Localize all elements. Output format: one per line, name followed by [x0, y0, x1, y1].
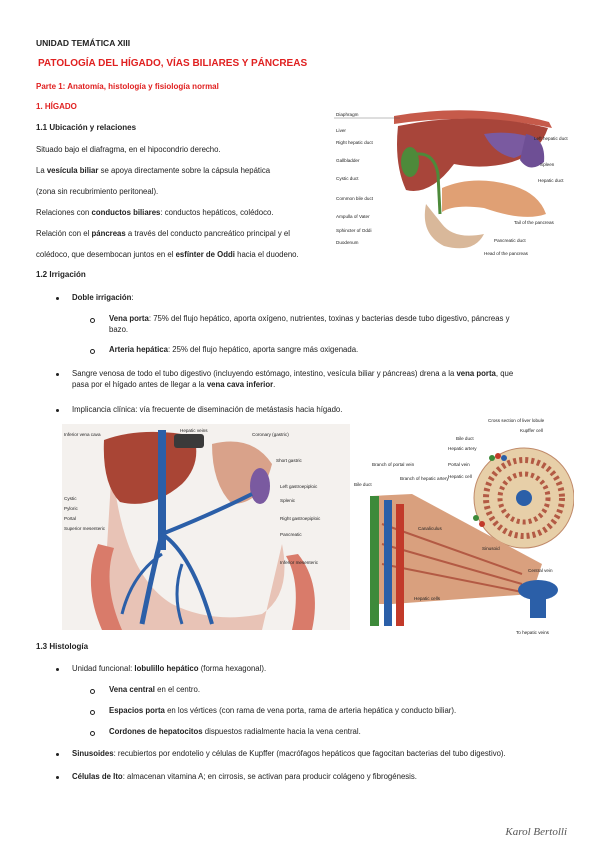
sub-bullet-ring — [90, 731, 95, 736]
liver-lobule-figure: Cross section of liver lobule Bile duct … — [352, 414, 574, 640]
bullet-dot — [56, 409, 59, 412]
label-hepatic-cell: Hepatic cell — [448, 474, 472, 479]
paragraph-line: (zona sin recubrimiento peritoneal). — [36, 187, 159, 196]
sub-bullet-ring — [90, 710, 95, 715]
label-right-gastroepiploic: Right gastroepiploic — [280, 516, 321, 521]
label-sinusoid: Sinusoid — [482, 546, 500, 551]
label-hepatic-artery: Hepatic artery — [448, 446, 477, 451]
liver-anatomy-illustration: Diaphragm Liver Right hepatic duct Gallb… — [334, 104, 570, 260]
author-signature: Karol Bertolli — [505, 826, 567, 838]
label-bile-duct-top: Bile duct — [456, 436, 474, 441]
label-short-gastric: Short gastric — [276, 458, 302, 463]
label-tail-pancreas: Tail of the pancreas — [514, 220, 555, 225]
bullet-dot — [56, 753, 59, 756]
bullet-dot — [56, 297, 59, 300]
label-pancreatic: Pancreatic — [280, 532, 302, 537]
bullet-functional-unit: Unidad funcional: lobulillo hepático (fo… — [72, 664, 267, 673]
section-heading-liver: 1. HÍGADO — [36, 102, 77, 111]
bullet-venous-drainage: Sangre venosa de todo el tubo digestivo … — [72, 369, 514, 389]
label-duodenum: Duodenum — [336, 240, 359, 245]
bullet-dot — [56, 776, 59, 779]
label-spleen: Spleen — [540, 162, 555, 167]
bullet-vena-porta: Vena porta: 75% del flujo hepático, apor… — [109, 314, 510, 334]
paragraph-line: La vesícula biliar se apoya directamente… — [36, 166, 271, 175]
bullet-clinical-implication: Implicancia clínica: vía frecuente de di… — [72, 405, 343, 414]
sub-bullet-ring — [90, 318, 95, 323]
liver-anatomy-figure: Diaphragm Liver Right hepatic duct Gallb… — [334, 104, 570, 260]
label-gallbladder: Gallbladder — [336, 158, 360, 163]
subsection-irrigation: 1.2 Irrigación — [36, 270, 86, 279]
label-cystic-duct: Cystic duct — [336, 176, 359, 181]
bullet-ito-cells: Células de Ito: almacenan vitamina A; en… — [72, 772, 417, 781]
sub-bullet-ring — [90, 689, 95, 694]
document-title: PATOLOGÍA DEL HÍGADO, VÍAS BILIARES Y PÁ… — [38, 58, 308, 69]
bullet-arteria-hepatica: Arteria hepática: 25% del flujo hepático… — [109, 345, 359, 354]
label-branch-hepatic-artery: Branch of hepatic artery — [400, 476, 449, 481]
sub-bullet-ring — [90, 349, 95, 354]
portal-system-figure: Inferior vena cava Hepatic veins Coronar… — [62, 424, 350, 630]
bullet-portal-spaces: Espacios porta en los vértices (con rama… — [109, 706, 457, 715]
label-left-hepatic-duct: Left hepatic duct — [534, 136, 568, 141]
paragraph-line: Relación con el páncreas a través del co… — [36, 229, 290, 238]
label-hepatic-duct: Hepatic duct — [538, 178, 564, 183]
label-portal: Portal — [64, 516, 76, 521]
bullet-dot — [56, 373, 59, 376]
paragraph-line: colédoco, que desembocan juntos en el es… — [36, 250, 299, 259]
label-bile-duct-left: Bile duct — [354, 482, 372, 487]
bullet-hepatocyte-cords: Cordones de hepatocitos dispuestos radia… — [109, 727, 361, 736]
label-inferior-vena-cava: Inferior vena cava — [64, 432, 101, 437]
paragraph-line: Relaciones con conductos biliares: condu… — [36, 208, 274, 217]
label-sphincter-of-oddi: Sphincter of Oddi — [336, 228, 372, 233]
bullet-dot — [56, 668, 59, 671]
lobule-cross-section-title: Cross section of liver lobule — [488, 418, 545, 423]
label-splenic: Splenic — [280, 498, 296, 503]
paragraph-line: Situado bajo el diafragma, en el hipocon… — [36, 145, 221, 154]
subsection-histology: 1.3 Histología — [36, 642, 89, 651]
label-central-vein: Central vein — [528, 568, 553, 573]
bullet-sinusoids: Sinusoides: recubiertos por endotelio y … — [72, 749, 506, 758]
liver-lobule-illustration: Cross section of liver lobule Bile duct … — [352, 414, 574, 640]
label-common-bile-duct: Common bile duct — [336, 196, 374, 201]
label-superior-mesenteric: Superior mesenteric — [64, 526, 106, 531]
label-ampulla-of-vater: Ampulla of Vater — [336, 214, 370, 219]
part-heading: Parte 1: Anatomía, histología y fisiolog… — [36, 82, 219, 91]
label-canaliculus: Canaliculus — [418, 526, 442, 531]
label-coronary-gastric: Coronary (gastric) — [252, 432, 289, 437]
label-inferior-mesenteric: Inferior mesenteric — [280, 560, 319, 565]
label-hepatic-veins: Hepatic veins — [180, 428, 208, 433]
label-branch-portal-vein: Branch of portal vein — [372, 462, 415, 467]
label-hepatic-cells: Hepatic cells — [414, 596, 441, 601]
bullet-central-vein: Vena central en el centro. — [109, 685, 201, 694]
label-kupffer-cell: Kupffer cell — [520, 428, 543, 433]
label-pyloric: Pyloric — [64, 506, 78, 511]
portal-system-illustration: Inferior vena cava Hepatic veins Coronar… — [62, 424, 350, 630]
label-portal-vein: Portal vein — [448, 462, 470, 467]
label-to-hepatic-veins: To hepatic veins — [516, 630, 550, 635]
subsection-location: 1.1 Ubicación y relaciones — [36, 123, 137, 132]
label-diaphragm: Diaphragm — [336, 112, 359, 117]
label-head-pancreas: Head of the pancreas — [484, 251, 529, 256]
label-right-hepatic-duct: Right hepatic duct — [336, 140, 373, 145]
label-left-gastroepiploic: Left gastroepiploic — [280, 484, 318, 489]
bullet-double-irrigation: Doble irrigación: — [72, 293, 134, 302]
unit-title: UNIDAD TEMÁTICA XIII — [36, 38, 131, 48]
label-cystic: Cystic — [64, 496, 77, 501]
label-liver: Liver — [336, 128, 346, 133]
label-pancreatic-duct: Pancreatic duct — [494, 238, 526, 243]
